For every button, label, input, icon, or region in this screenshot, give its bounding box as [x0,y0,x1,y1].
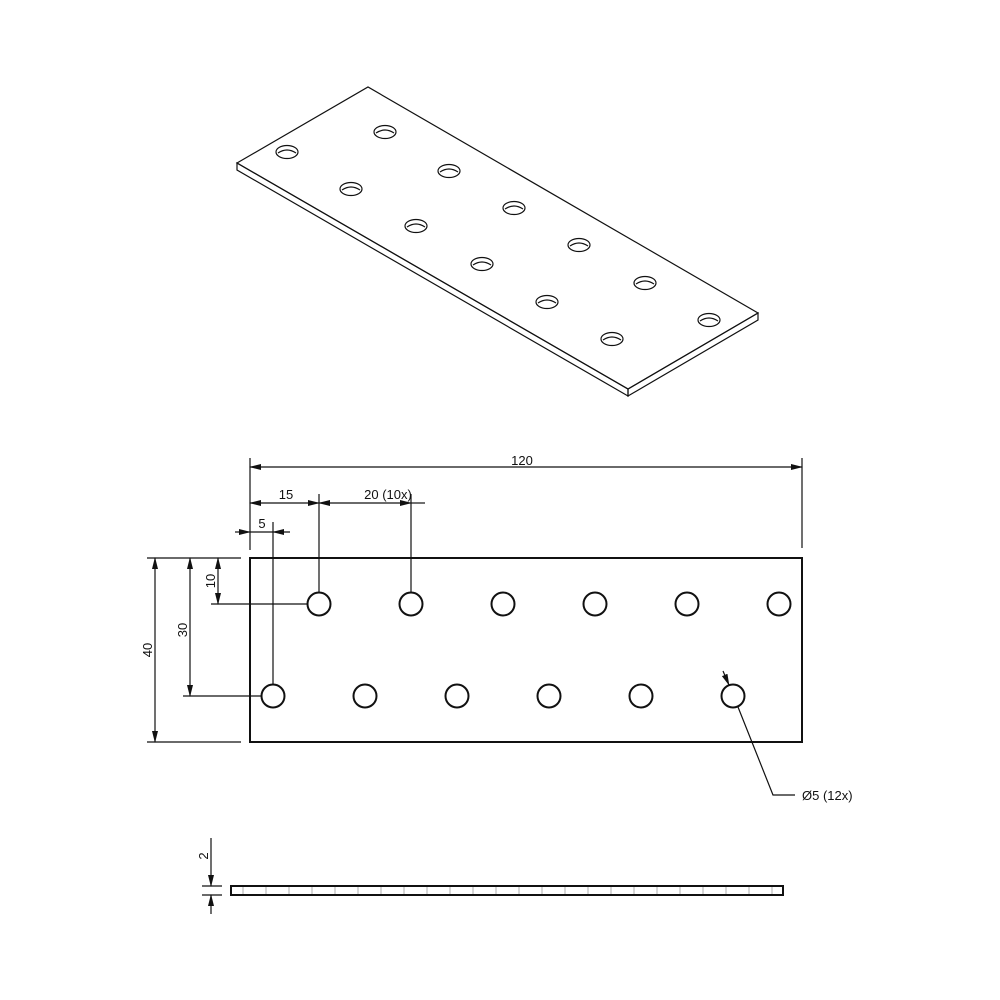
dim-top-row-height: 10 [203,574,218,588]
hole-depth-arc [406,223,426,228]
dim-overall-length: 120 [511,453,533,468]
hole [502,200,526,216]
hole [398,591,424,617]
hole [567,237,591,253]
hole-depth-arc [375,129,395,134]
hole [260,683,286,709]
leader-line [737,706,795,796]
hole [674,591,700,617]
hole [352,683,378,709]
plate-front-edge [236,161,629,398]
hole-depth-arc [602,336,622,341]
dim-bottom-row-offset: 5 [258,516,265,531]
hole [582,591,608,617]
top-view [249,557,803,743]
hole [470,256,494,272]
dim-thickness: 2 [196,852,211,859]
dim-bottom-row-height: 30 [175,623,190,637]
hole [275,144,299,160]
hole [437,163,461,179]
hole-depth-arc [635,280,655,285]
plate-side-outline [230,885,784,896]
hole [720,683,746,709]
plate-top-face [235,86,760,390]
hole [404,218,428,234]
hole [339,181,363,197]
isometric-view [235,86,760,398]
hole [697,312,721,328]
hole [373,124,397,140]
hole-depth-arc [504,205,524,210]
dim-overall-width: 40 [140,643,155,657]
dim-first-hole-offset: 15 [279,487,293,502]
plate-outline [249,557,803,743]
hole [490,591,516,617]
hole-depth-arc [537,299,557,304]
hole-callout: Ø5 (12x) [802,788,853,803]
hole-depth-arc [569,242,589,247]
hole-depth-arc [341,186,361,191]
hole-depth-arc [277,149,297,154]
hole [628,683,654,709]
hole-depth-arc [699,317,719,322]
plate-side-edge [627,311,759,398]
hole [444,683,470,709]
dim-hole-pitch: 20 (10x) [364,487,412,502]
hole [600,331,624,347]
hole [766,591,792,617]
leader-arrow [721,670,730,686]
hole [633,275,657,291]
hole [306,591,332,617]
dimensions: 120 15 20 (10x) 5 40 30 10 Ø5 (12x) [140,453,853,803]
side-view: 2 [196,838,784,914]
hole [536,683,562,709]
hole [535,294,559,310]
hole-depth-arc [439,168,459,173]
hole-depth-arc [472,261,492,266]
